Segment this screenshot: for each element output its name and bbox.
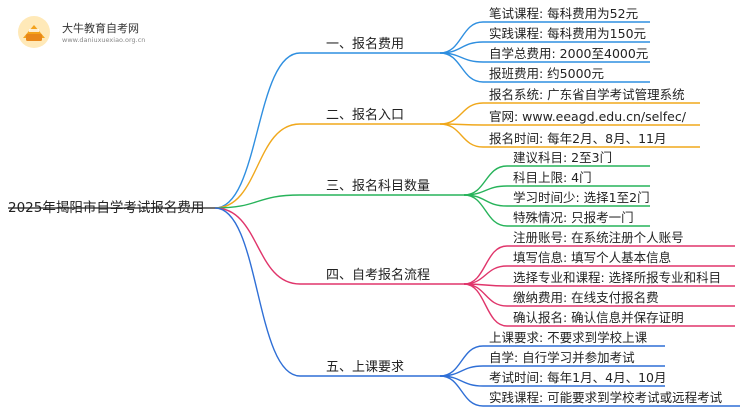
logo-title: 大牛教育自考网: [62, 22, 139, 35]
leaf-fee-class: 报班费用: 约5000元: [489, 66, 604, 81]
leaf-process-pay: 缴纳费用: 在线支付报名费: [513, 290, 659, 305]
logo-url: www.daniuxuexiao.org.cn: [62, 36, 146, 44]
leaf-subjects-special: 特殊情况: 只报考一门: [513, 210, 634, 225]
leaf-process-register: 注册账号: 在系统注册个人账号: [513, 230, 684, 245]
leaf-connector: [439, 102, 484, 125]
leaf-connector: [439, 21, 484, 54]
leaf-class-exam-time: 考试时间: 每年1月、4月、10月: [489, 370, 667, 385]
leaf-connector: [463, 194, 508, 227]
leaf-subjects-lesstime: 学习时间少: 选择1至2门: [513, 190, 650, 205]
branch-connector: [214, 207, 301, 377]
branch-class-req[interactable]: 五、上课要求: [326, 360, 405, 375]
leaf-entry-system: 报名系统: 广东省自学考试管理系统: [489, 87, 685, 102]
leaf-connector: [463, 283, 508, 307]
branch-connector: [214, 194, 301, 209]
book-logo-icon: [18, 16, 50, 48]
leaf-process-confirm: 确认报名: 确认信息并保存证明: [513, 310, 684, 325]
leaf-class-attend: 上课要求: 不要求到学校上课: [489, 330, 648, 345]
leaf-class-practice: 实践课程: 可能要求到学校考试或远程考试: [489, 390, 723, 405]
branch-connector: [214, 123, 301, 209]
leaf-connector: [439, 52, 484, 83]
branch-entry[interactable]: 二、报名入口: [326, 108, 405, 123]
leaf-fee-practice: 实践课程: 每科费用为150元: [489, 26, 647, 41]
leaf-connector: [463, 283, 508, 327]
branch-subjects[interactable]: 三、报名科目数量: [326, 179, 431, 194]
leaf-process-select: 选择专业和课程: 选择所报专业和科目: [513, 270, 722, 285]
leaf-process-info: 填写信息: 填写个人基本信息: [513, 250, 672, 265]
branch-fees[interactable]: 一、报名费用: [326, 37, 405, 52]
leaf-fee-written: 笔试课程: 每科费用为52元: [489, 6, 639, 21]
leaf-entry-time: 报名时间: 每年2月、8月、11月: [489, 131, 667, 146]
leaf-class-self: 自学: 自行学习并参加考试: [489, 350, 635, 365]
root-topic: 2025年揭阳市自学考试报名费用: [8, 200, 205, 216]
leaf-entry-website[interactable]: 官网: www.eeagd.edu.cn/selfec/: [489, 109, 686, 124]
leaf-connector: [439, 123, 484, 148]
branch-connector: [214, 52, 301, 209]
leaf-subjects-limit: 科目上限: 4门: [513, 170, 592, 185]
leaf-fee-total: 自学总费用: 2000至4000元: [489, 46, 649, 61]
leaf-connector: [463, 245, 508, 285]
leaf-connector: [463, 265, 508, 285]
branch-connector: [214, 207, 301, 285]
leaf-connector: [439, 375, 484, 407]
branch-process[interactable]: 四、自考报名流程: [326, 268, 431, 283]
leaf-subjects-suggest: 建议科目: 2至3门: [513, 150, 613, 165]
site-logo[interactable]: 大牛教育自考网 www.daniuxuexiao.org.cn: [14, 14, 146, 50]
